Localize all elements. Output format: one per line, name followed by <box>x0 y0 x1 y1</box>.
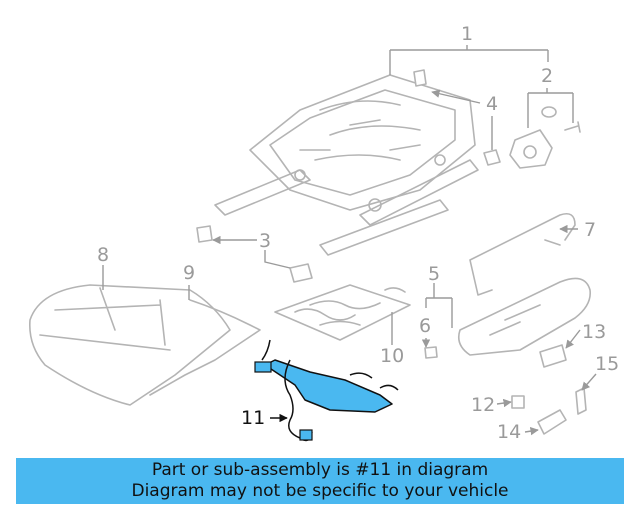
info-banner: Part or sub-assembly is #11 in diagram D… <box>16 458 624 504</box>
callout-5: 5 <box>428 263 440 285</box>
callout-1: 1 <box>461 23 473 45</box>
switch-part-13 <box>539 344 567 368</box>
side-shield-part <box>457 277 592 356</box>
knob-part-15 <box>575 387 587 415</box>
callout-6: 6 <box>419 315 431 337</box>
leader-lines <box>102 45 597 436</box>
callout-14: 14 <box>497 421 521 443</box>
banner-line-part-number: Part or sub-assembly is #11 in diagram <box>151 460 489 480</box>
callout-2: 2 <box>541 65 553 87</box>
banner-line-disclaimer: Diagram may not be specific to your vehi… <box>131 481 509 501</box>
parts-diagram: 1 2 3 4 5 6 7 8 9 10 11 12 13 14 15 <box>28 23 619 443</box>
callout-10: 10 <box>380 345 404 367</box>
wire-frame-part <box>469 212 576 296</box>
callout-8: 8 <box>97 244 109 266</box>
cushion-cover-part <box>149 299 261 396</box>
connector-part-12 <box>511 395 525 409</box>
knob-part-14 <box>537 409 567 435</box>
recliner-part <box>509 106 581 169</box>
seat-cushion-part <box>28 284 231 406</box>
wiring-harness-part-11 <box>254 339 399 442</box>
callout-4: 4 <box>486 93 498 115</box>
callout-7: 7 <box>584 219 596 241</box>
clip-part-6 <box>424 346 438 359</box>
callout-15: 15 <box>595 353 619 375</box>
callout-11: 11 <box>241 407 265 429</box>
callout-3: 3 <box>259 230 271 252</box>
seat-frame-part <box>214 74 479 256</box>
callout-9: 9 <box>183 262 195 284</box>
callout-12: 12 <box>471 394 495 416</box>
heater-pad-part <box>274 284 411 341</box>
bracket-part-4 <box>413 69 501 166</box>
callout-13: 13 <box>582 321 606 343</box>
clip-part-3 <box>196 225 313 283</box>
